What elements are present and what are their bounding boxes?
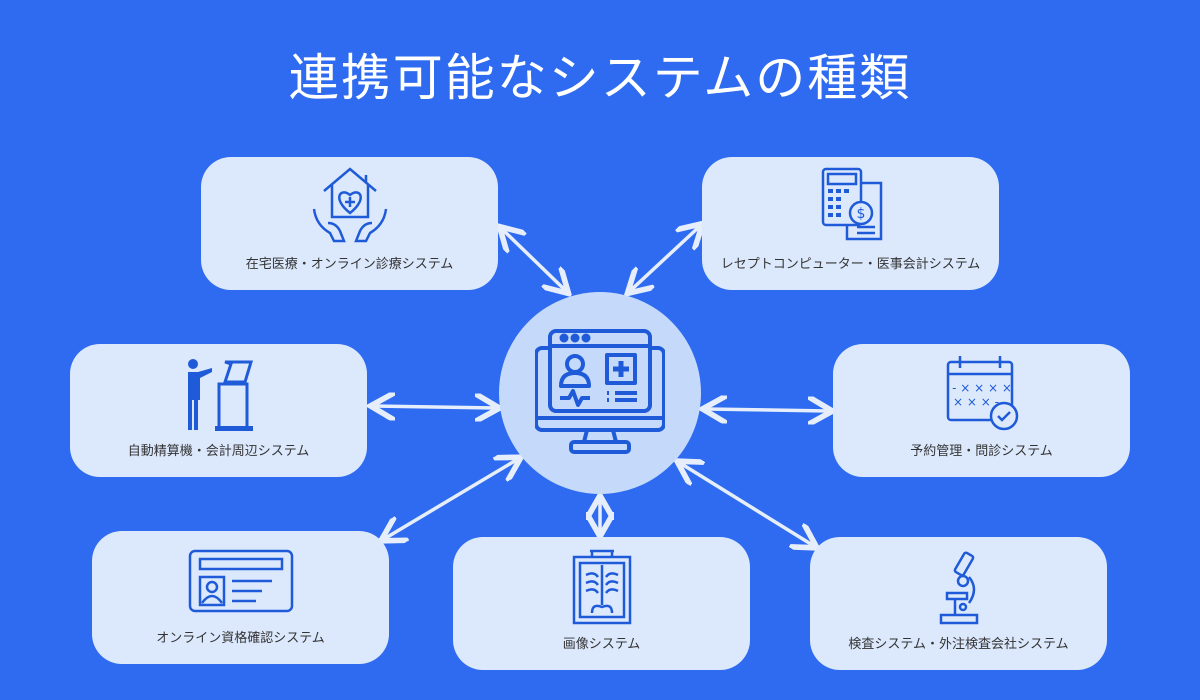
system-card-imaging: 画像システム — [453, 537, 750, 670]
id-card-icon — [188, 549, 293, 613]
arrow-home-care — [502, 229, 566, 291]
system-label: 検査システム・外注検査会社システム — [848, 637, 1069, 652]
svg-text:$: $ — [856, 206, 865, 222]
arrow-lab — [680, 463, 814, 546]
system-card-reservation: - × × × × × × × - 予約管理・問診システム — [833, 344, 1130, 477]
arrow-kiosk — [374, 406, 496, 408]
central-system-hub — [499, 292, 701, 494]
kiosk-icon — [187, 359, 253, 431]
svg-text:× × × -: × × × - — [953, 395, 999, 409]
arrow-reservation — [706, 409, 829, 411]
arrow-receipt — [630, 226, 700, 291]
system-label: レセプトコンピューター・医事会計システム — [720, 257, 981, 272]
system-label: 予約管理・問診システム — [910, 444, 1053, 459]
svg-text:- × × × ×: - × × × × — [952, 381, 1012, 395]
system-label: 在宅医療・オンライン診療システム — [245, 257, 454, 272]
calendar-check-icon: - × × × × × × × - — [946, 356, 1018, 431]
system-card-kiosk: 自動精算機・会計周辺システム — [70, 344, 367, 477]
page-title: 連携可能なシステムの種類 — [288, 49, 912, 107]
system-card-receipt-accounting: $ レセプトコンピューター・医事会計システム — [702, 157, 999, 290]
xray-icon — [572, 549, 631, 625]
calculator-invoice-icon: $ — [821, 167, 882, 241]
home-care-icon — [312, 167, 387, 243]
system-card-home-care: 在宅医療・オンライン診療システム — [201, 157, 498, 290]
arrow-qualification — [384, 459, 518, 539]
medical-monitor-icon — [535, 329, 665, 454]
system-label: オンライン資格確認システム — [156, 631, 325, 646]
system-card-qualification: オンライン資格確認システム — [92, 531, 389, 664]
system-card-lab-testing: 検査システム・外注検査会社システム — [810, 537, 1107, 670]
microscope-icon — [939, 551, 978, 625]
system-label: 画像システム — [562, 637, 641, 652]
system-label: 自動精算機・会計周辺システム — [127, 444, 310, 459]
